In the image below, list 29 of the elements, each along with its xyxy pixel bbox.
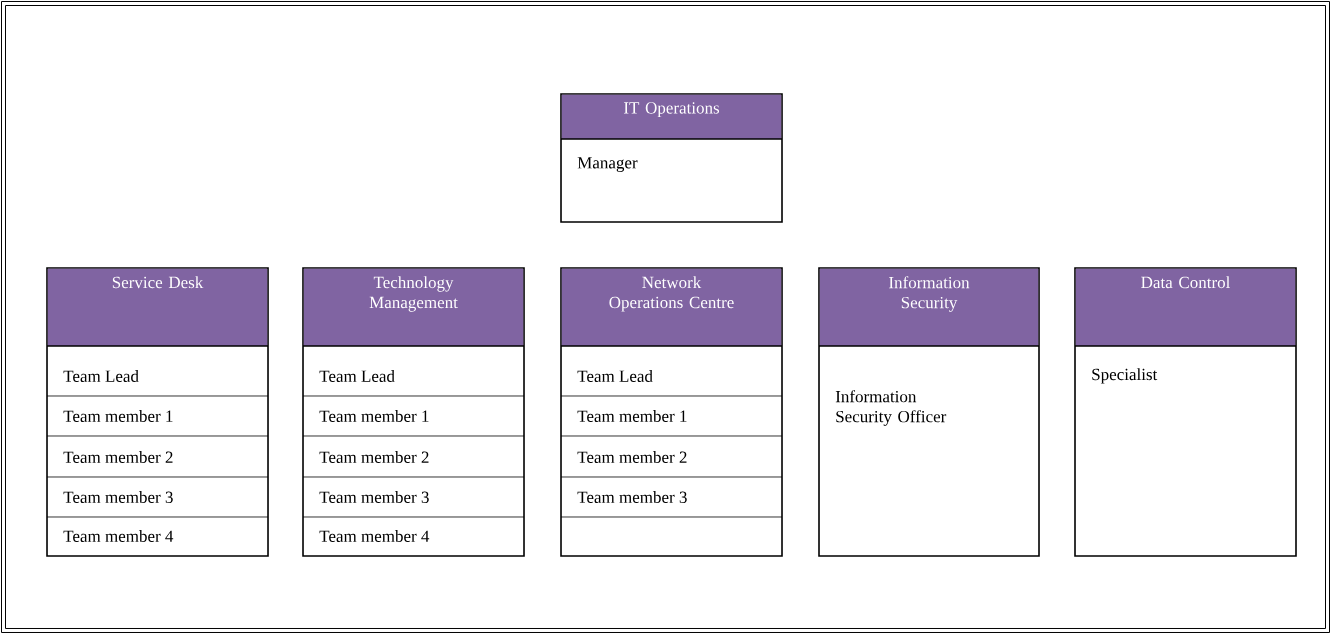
card — [818, 267, 1040, 557]
row-text: Team member 4 — [63, 530, 174, 542]
header-text: IT Operations — [623, 102, 720, 118]
card — [1074, 267, 1297, 557]
row-text: Team member 1 — [63, 410, 173, 422]
row-text: Team member 3 — [577, 491, 687, 503]
header-text: Service Desk — [112, 276, 204, 289]
card — [560, 93, 783, 223]
card — [46, 267, 269, 557]
row-text: Team member 3 — [63, 491, 173, 503]
body-text: Information Security Officer — [835, 390, 947, 426]
row-text: Team Lead — [319, 370, 395, 382]
header-text: Technology Management — [369, 276, 458, 312]
row-text: Team Lead — [577, 370, 653, 382]
header-text: Data Control — [1141, 276, 1230, 289]
row-text: Team member 1 — [577, 410, 687, 422]
row-text: Team member 1 — [319, 410, 429, 422]
card — [560, 267, 783, 557]
card — [302, 267, 525, 557]
row-text: Team Lead — [63, 370, 139, 382]
row-text: Team member 2 — [577, 451, 687, 463]
row-text: Team member 2 — [63, 451, 173, 463]
row-text: Team member 4 — [319, 530, 430, 542]
row-text: Team member 2 — [319, 451, 429, 463]
body-text: Specialist — [1092, 368, 1158, 384]
header-text: Information Security — [889, 276, 970, 312]
row-text: Team member 3 — [319, 491, 429, 503]
body-text: Manager — [577, 157, 638, 172]
header-text: Network Operations Centre — [609, 276, 734, 312]
